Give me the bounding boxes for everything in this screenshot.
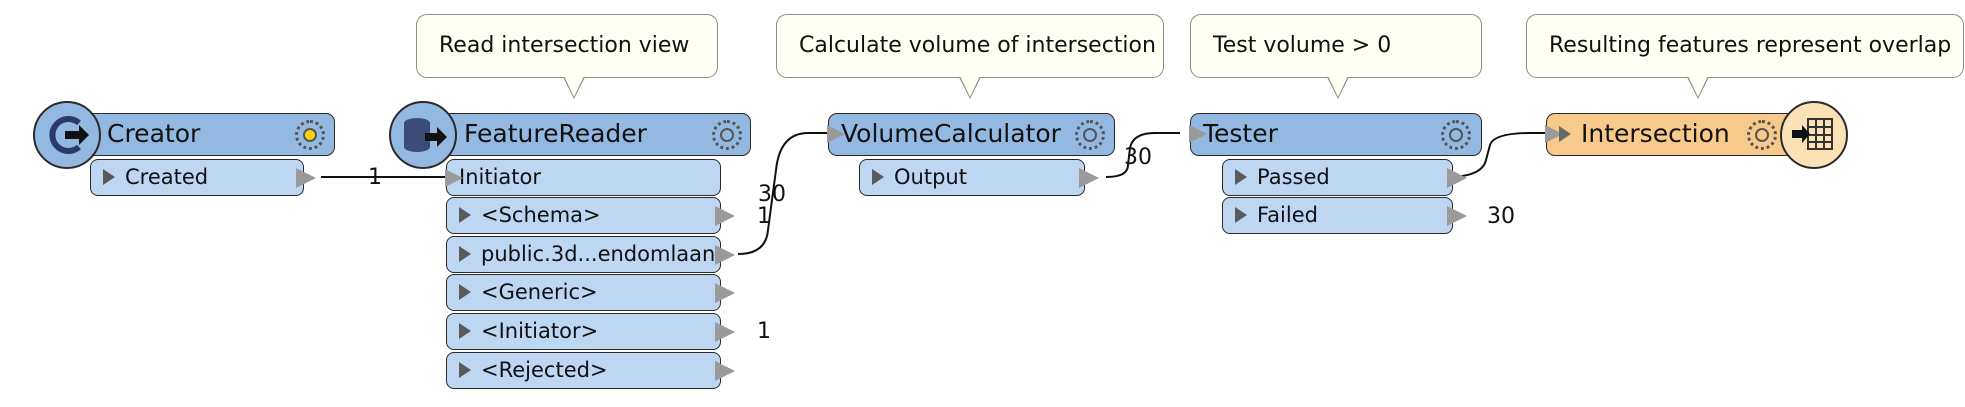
output-port-icon[interactable]: [296, 168, 316, 188]
gear-icon[interactable]: [712, 120, 742, 150]
annotation-calculate-volume[interactable]: Calculate volume of intersection: [776, 14, 1164, 99]
triangle-icon: [459, 361, 471, 378]
gear-icon[interactable]: [1747, 120, 1777, 150]
creator-icon: [33, 101, 101, 169]
triangle-icon: [1235, 206, 1247, 223]
annotation-text: Read intersection view: [439, 33, 690, 58]
annotation-text: Calculate volume of intersection: [799, 33, 1156, 58]
port-label: <Rejected>: [481, 358, 608, 382]
featurereader-transformer[interactable]: FeatureReader: [413, 113, 751, 156]
input-port-icon[interactable]: [1189, 125, 1207, 143]
transformer-title: Tester: [1203, 119, 1278, 148]
triangle-icon: [459, 322, 471, 339]
triangle-icon: [459, 206, 471, 223]
triangle-icon: [459, 245, 471, 262]
triangle-icon: [103, 168, 115, 185]
port-generic[interactable]: <Generic>: [446, 274, 735, 311]
port-initiator-input[interactable]: Initiator: [445, 159, 721, 196]
port-label: Failed: [1257, 203, 1318, 227]
triangle-icon: [459, 283, 471, 300]
annotation-read-view[interactable]: Read intersection view: [416, 14, 718, 99]
annotation-text: Test volume > 0: [1213, 33, 1392, 58]
feature-count: 30: [758, 182, 786, 207]
triangle-icon: [1235, 168, 1247, 185]
port-passed[interactable]: Passed: [1222, 159, 1467, 196]
triangle-icon: [1559, 126, 1571, 142]
output-port-icon[interactable]: [1079, 168, 1099, 188]
intersection-writer[interactable]: Intersection: [1545, 113, 1816, 156]
transformer-title: VolumeCalculator: [841, 119, 1061, 148]
feature-count: 1: [757, 204, 771, 229]
volumecalculator-transformer[interactable]: VolumeCalculator: [827, 113, 1115, 156]
annotation-text: Resulting features represent overlap: [1549, 33, 1952, 58]
port-output[interactable]: Output: [859, 159, 1099, 196]
port-initiator-output[interactable]: <Initiator>: [446, 313, 735, 350]
port-label: <Initiator>: [481, 319, 599, 343]
feature-count: 1: [757, 319, 771, 344]
gear-icon[interactable]: [295, 120, 325, 150]
output-port-icon[interactable]: [715, 206, 735, 226]
transformer-title: FeatureReader: [464, 119, 647, 148]
port-label: Created: [125, 165, 209, 189]
port-created[interactable]: Created: [90, 159, 316, 196]
port-label: Initiator: [459, 165, 541, 189]
port-label: <Schema>: [481, 203, 601, 227]
annotation-resulting-overlap[interactable]: Resulting features represent overlap: [1526, 14, 1964, 99]
output-port-icon[interactable]: [715, 283, 735, 303]
port-label: Output: [894, 165, 967, 189]
port-label: <Generic>: [481, 280, 598, 304]
port-rejected[interactable]: <Rejected>: [446, 352, 735, 389]
input-port-icon[interactable]: [1545, 125, 1563, 143]
output-port-icon[interactable]: [715, 322, 735, 342]
annotation-test-volume[interactable]: Test volume > 0: [1190, 14, 1482, 99]
gear-icon[interactable]: [1075, 120, 1105, 150]
port-label: public.3d...endomlaan: [481, 242, 716, 266]
triangle-icon: [872, 168, 884, 185]
creator-transformer[interactable]: Creator: [60, 113, 335, 156]
output-port-icon[interactable]: [1447, 206, 1467, 226]
transformer-title: Creator: [107, 119, 201, 148]
gear-icon[interactable]: [1441, 120, 1471, 150]
port-label: Passed: [1257, 165, 1330, 189]
output-port-icon[interactable]: [715, 245, 735, 265]
feature-count: 30: [1124, 145, 1152, 170]
table-writer-icon: [1780, 101, 1848, 169]
port-public-feature-type[interactable]: public.3d...endomlaan: [446, 236, 735, 273]
transformer-title: Intersection: [1581, 119, 1730, 148]
feature-count: 30: [1487, 204, 1515, 229]
tester-transformer[interactable]: Tester: [1189, 113, 1482, 156]
output-port-icon[interactable]: [715, 361, 735, 381]
feature-count: 1: [368, 165, 382, 190]
port-failed[interactable]: Failed: [1222, 197, 1467, 234]
port-schema[interactable]: <Schema>: [446, 197, 735, 234]
input-port-icon[interactable]: [827, 125, 845, 143]
input-port-icon[interactable]: [445, 169, 463, 187]
database-reader-icon: [389, 101, 457, 169]
output-port-icon[interactable]: [1447, 168, 1467, 188]
